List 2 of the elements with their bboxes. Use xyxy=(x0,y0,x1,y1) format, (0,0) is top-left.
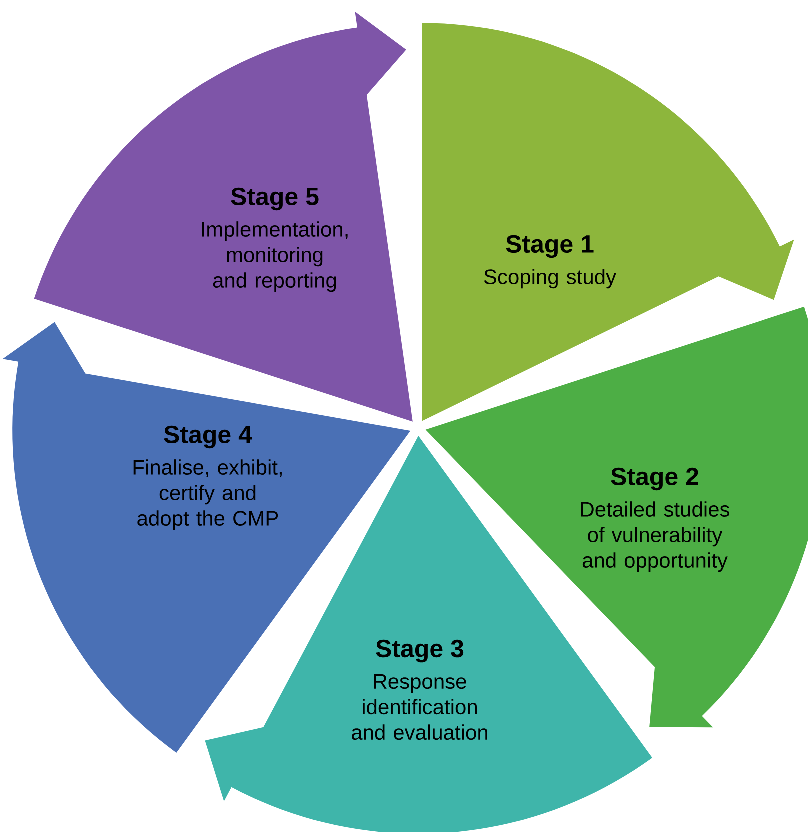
arrow-segment: Stage 1 Scoping study xyxy=(422,23,794,422)
arrow-segment: Stage 5 Implementation, monitoring and reporting xyxy=(34,12,413,422)
